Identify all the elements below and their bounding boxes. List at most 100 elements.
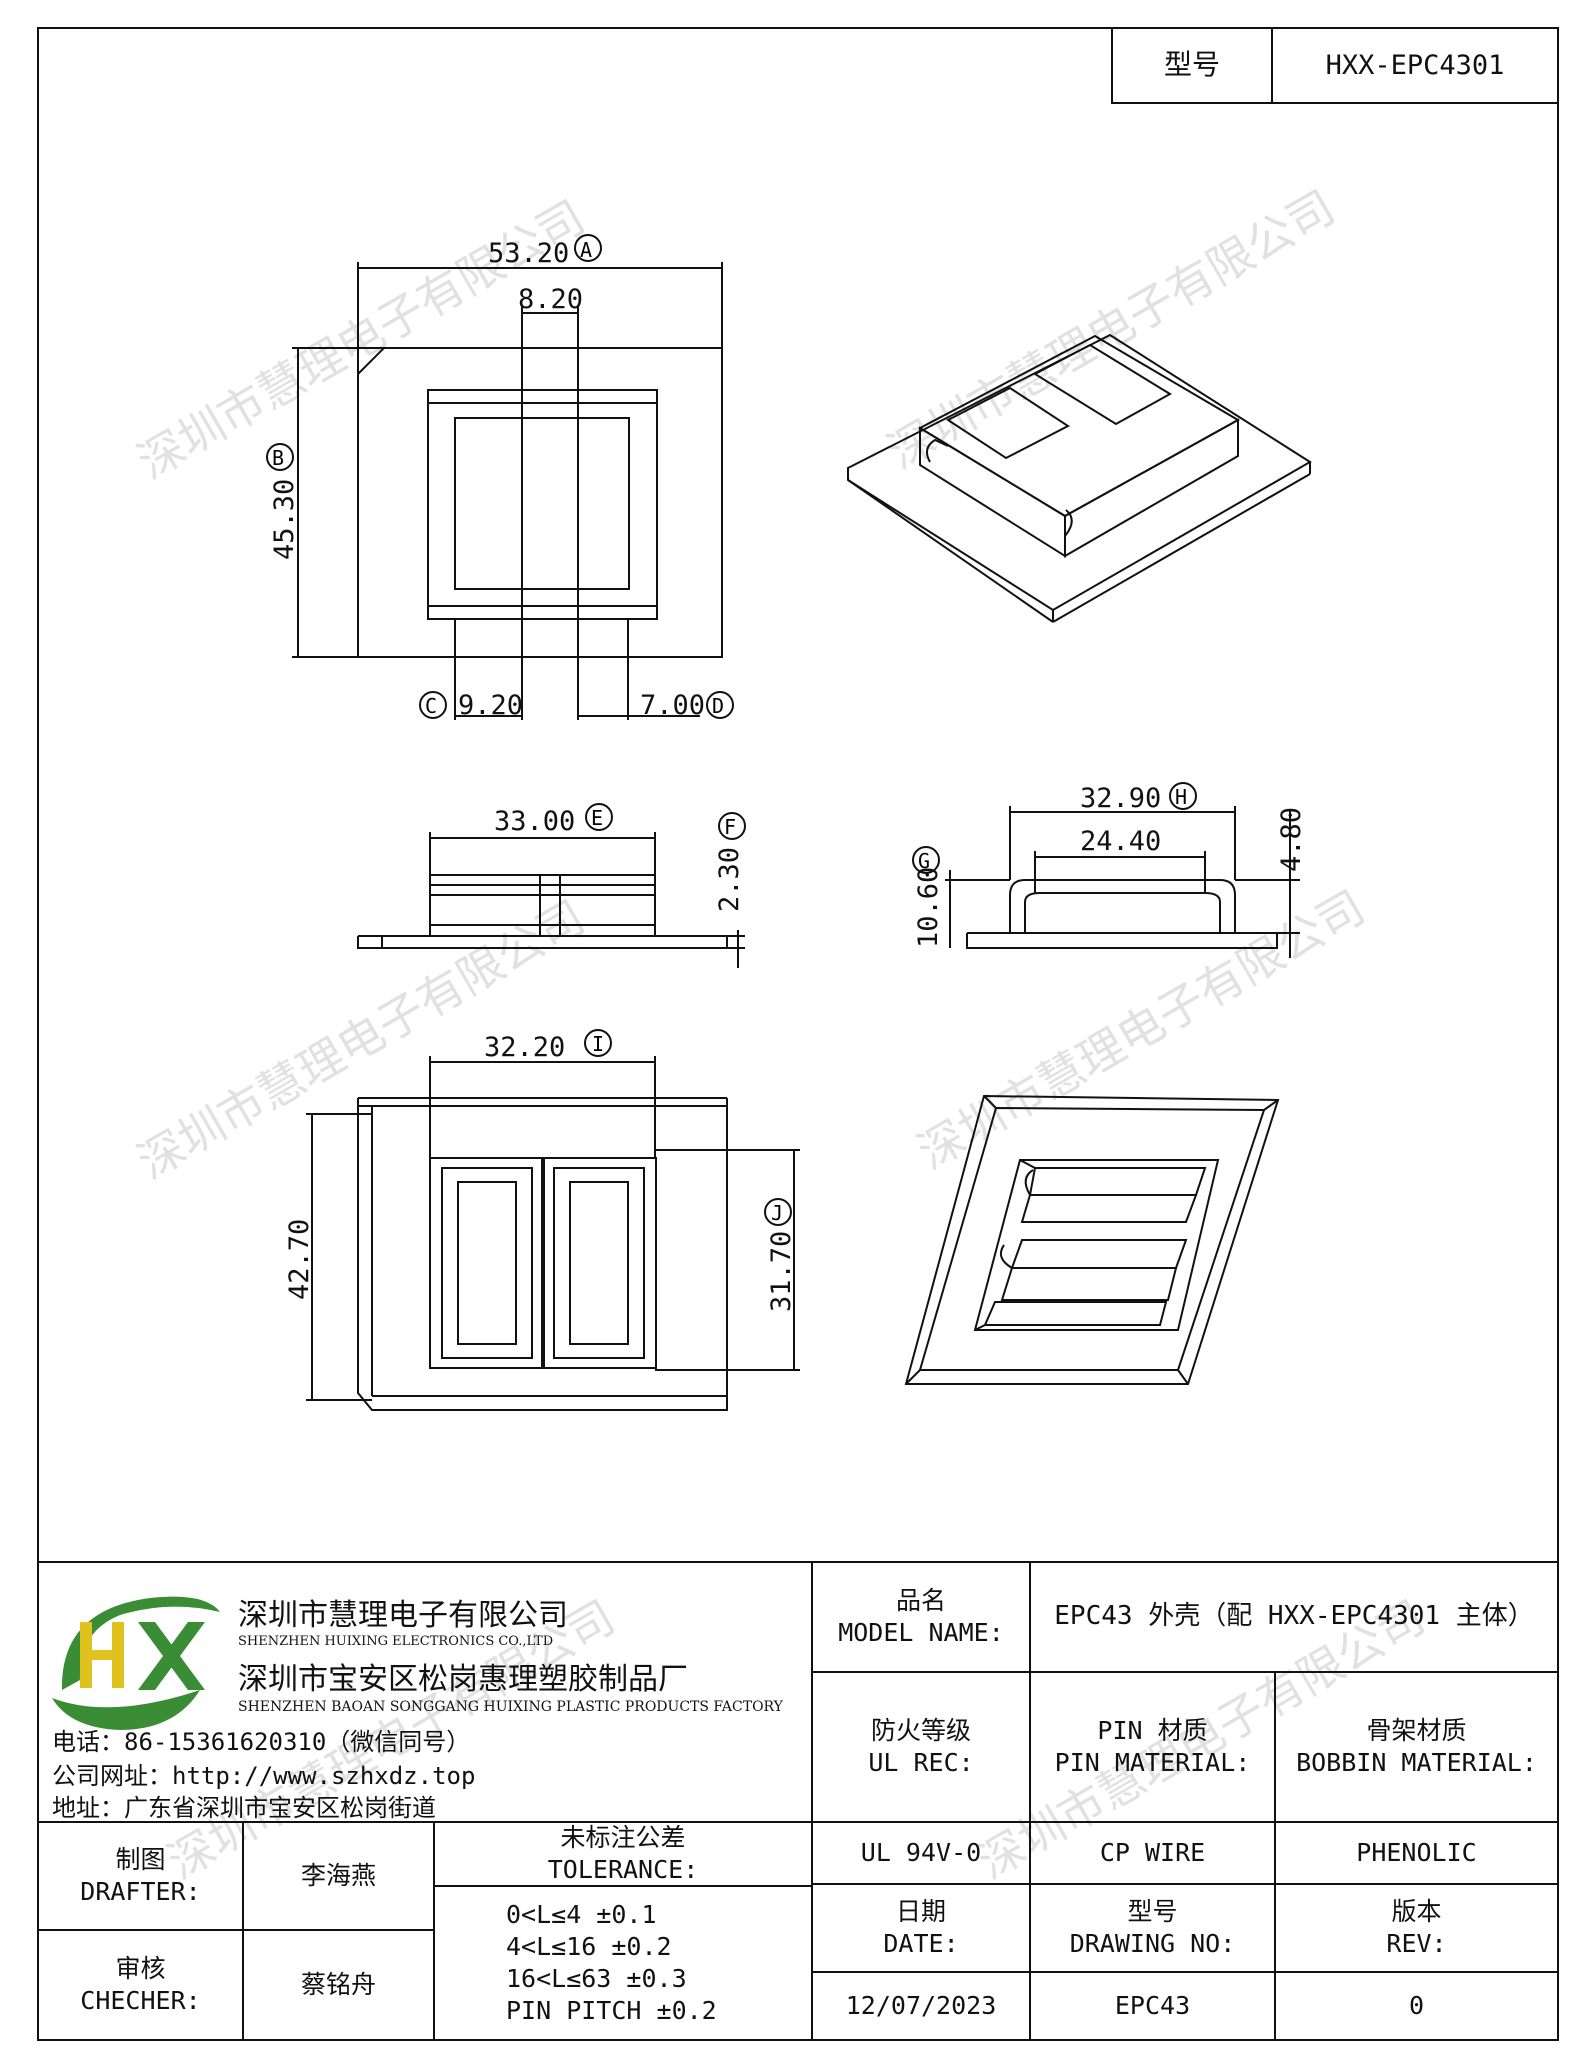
company-name-cn: 深圳市慧理电子有限公司 (238, 1598, 568, 1633)
top-view-labels: 53.20 A 8.20 45.30 B C 9.20 7.00 D (269, 238, 724, 721)
pin-material-label-en: PIN MATERIAL: (1054, 1748, 1251, 1777)
date-label: 日期 DATE: (812, 1884, 1030, 1972)
checker-name: 蔡铭舟 (243, 1930, 434, 2040)
bobbin-material-label-cn: 骨架材质 (1366, 1715, 1467, 1745)
watermark-2: 深圳市慧理电子有限公司 (879, 180, 1344, 480)
date-value-text: 12/07/2023 (845, 1990, 997, 2020)
factory-name-cn: 深圳市宝安区松岗惠理塑胶制品厂 (238, 1662, 688, 1697)
tolerance-label-en: TOLERANCE: (547, 1855, 699, 1884)
dim-I-circle: I (592, 1032, 604, 1056)
checker-label-cn: 审核 (115, 1953, 166, 1983)
checker-name-text: 蔡铭舟 (300, 1969, 376, 1999)
sheet-border (37, 27, 1559, 2041)
ul-rec-value: UL 94V-0 (812, 1822, 1030, 1884)
isometric-view-bottom (904, 1094, 1280, 1385)
dim-B-circle: B (272, 446, 284, 470)
front-view-labels: 33.00 E F 2.30 (494, 806, 745, 912)
drafter-label-cn: 制图 (115, 1844, 166, 1874)
factory-name-en: SHENZHEN BAOAN SONGGANG HUIXING PLASTIC … (238, 1699, 783, 1715)
dim-B: 45.30 (269, 479, 300, 560)
checker-label-en: CHECHER: (80, 1986, 201, 2015)
dim-J-circle: J (771, 1201, 783, 1225)
dim-I: 32.20 (484, 1032, 565, 1063)
checker-label: 审核 CHECHER: (38, 1930, 243, 2040)
tolerance-line: 0<L≤4 ±0.1 (506, 1900, 657, 1929)
dim-G: 10.60 (913, 867, 944, 948)
dim-24-40: 24.40 (1080, 826, 1161, 857)
company-logo: HX (52, 1596, 221, 1730)
dim-F-circle: F (724, 815, 736, 839)
bottom-view-labels: 32.20 I 42.70 J 31.70 (284, 1032, 797, 1312)
dim-C-circle: C (425, 694, 437, 718)
drawing-no-value: EPC43 (1030, 1972, 1275, 2040)
dim-A-circle: A (580, 238, 592, 262)
company-address: 地址：广东省深圳市宝安区松岗街道 (52, 1794, 436, 1822)
model-header-value-text: HXX-EPC4301 (1325, 49, 1505, 81)
dim-C: 9.20 (458, 690, 523, 721)
title-block-grid (38, 1561, 1558, 2040)
bobbin-material-label: 骨架材质 BOBBIN MATERIAL: (1275, 1672, 1558, 1822)
date-label-en: DATE: (883, 1929, 959, 1958)
tolerance-label: 未标注公差 TOLERANCE: (434, 1822, 812, 1886)
rev-label-cn: 版本 (1391, 1896, 1442, 1926)
model-name-label: 品名 MODEL NAME: (812, 1562, 1030, 1672)
top-view (266, 234, 734, 720)
drafter-name-text: 李海燕 (300, 1860, 376, 1890)
drawing-no-label-cn: 型号 (1127, 1896, 1178, 1926)
model-name-label-en: MODEL NAME: (838, 1618, 1004, 1647)
drawing-no-label: 型号 DRAWING NO: (1030, 1884, 1275, 1972)
dim-4-80: 4.80 (1276, 807, 1307, 872)
model-name-value-text: EPC43 外壳（配 HXX-EPC4301 主体） (1054, 1601, 1534, 1632)
dim-42-70: 42.70 (284, 1219, 315, 1300)
dim-H-circle: H (1175, 785, 1187, 809)
rev-label: 版本 REV: (1275, 1884, 1558, 1972)
rev-value-text: 0 (1408, 1990, 1425, 2020)
model-header-label-text: 型号 (1163, 48, 1220, 82)
drawing-no-value-text: EPC43 (1114, 1990, 1191, 2020)
dim-E: 33.00 (494, 806, 575, 837)
drafter-name: 李海燕 (243, 1822, 434, 1930)
ul-rec-label: 防火等级 UL REC: (812, 1672, 1030, 1822)
ul-rec-label-cn: 防火等级 (870, 1715, 971, 1745)
tolerance-line: 4<L≤16 ±0.2 (506, 1932, 672, 1961)
watermark-4: 深圳市慧理电子有限公司 (909, 880, 1374, 1180)
model-name-value: EPC43 外壳（配 HXX-EPC4301 主体） (1030, 1562, 1558, 1672)
ul-rec-value-text: UL 94V-0 (860, 1837, 982, 1867)
isometric-view-top (847, 333, 1312, 623)
drawing-no-label-en: DRAWING NO: (1069, 1929, 1236, 1958)
pin-material-value-text: CP WIRE (1099, 1837, 1206, 1867)
ul-rec-label-en: UL REC: (868, 1748, 974, 1777)
pin-material-label: PIN 材质 PIN MATERIAL: (1030, 1672, 1275, 1822)
side-view (912, 782, 1300, 958)
pin-material-label-cn: PIN 材质 (1097, 1715, 1208, 1745)
model-header-box (1111, 27, 1559, 104)
bobbin-material-value-text: PHENOLIC (1356, 1837, 1477, 1867)
model-name-label-cn: 品名 (895, 1585, 946, 1615)
bottom-view (306, 1029, 800, 1411)
dim-E-circle: E (591, 806, 603, 830)
company-phone: 电话：86-15361620310（微信同号） (52, 1728, 471, 1756)
company-website[interactable]: 公司网址：http://www.szhxdz.top (52, 1762, 476, 1790)
date-label-cn: 日期 (895, 1896, 946, 1926)
rev-value: 0 (1275, 1972, 1558, 2040)
bobbin-material-label-en: BOBBIN MATERIAL: (1296, 1748, 1537, 1777)
dim-F: 2.30 (714, 847, 745, 912)
dim-D: 7.00 (640, 690, 705, 721)
drafter-label-en: DRAFTER: (80, 1877, 201, 1906)
side-view-labels: 32.90 H 24.40 4.80 G 10.60 (913, 783, 1307, 948)
company-name-en: SHENZHEN HUIXING ELECTRONICS CO.,LTD (238, 1634, 554, 1649)
tolerance-label-cn: 未标注公差 (560, 1822, 686, 1852)
rev-label-en: REV: (1386, 1929, 1447, 1958)
watermark-1: 深圳市慧理电子有限公司 (129, 190, 594, 490)
dim-A: 53.20 (488, 238, 569, 269)
dim-G-circle: G (918, 849, 930, 873)
pin-material-value: CP WIRE (1030, 1822, 1275, 1884)
model-header-label: 型号 (1112, 28, 1272, 103)
model-header-value: HXX-EPC4301 (1272, 28, 1558, 103)
dim-D-circle: D (712, 694, 724, 718)
tolerance-values: 0<L≤4 ±0.1 4<L≤16 ±0.2 16<L≤63 ±0.3 PIN … (434, 1886, 812, 2040)
dim-J: 31.70 (766, 1231, 797, 1312)
dim-H: 32.90 (1080, 783, 1161, 814)
